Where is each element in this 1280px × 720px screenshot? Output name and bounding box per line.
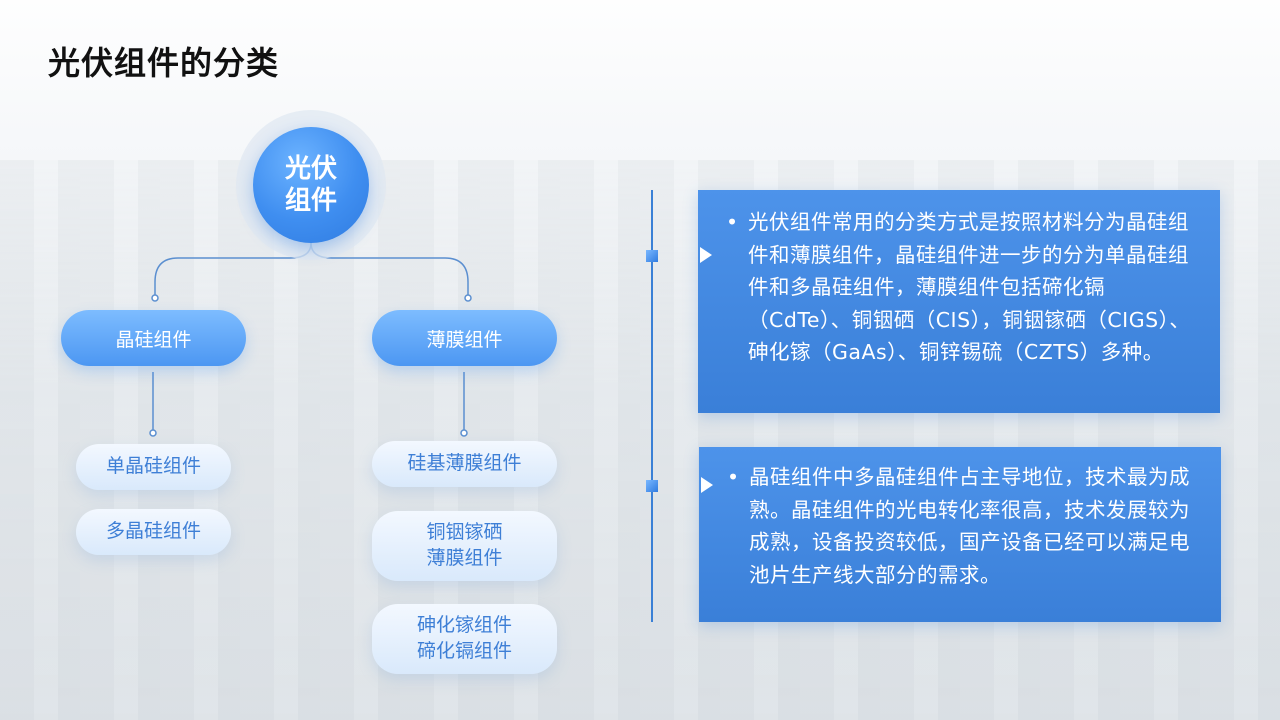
page-title: 光伏组件的分类 xyxy=(48,44,280,82)
panel-arrow-icon xyxy=(701,477,713,493)
note-panel-crystalline: • 晶硅组件中多晶硅组件占主导地位，技术最为成熟。晶硅组件的光电转化率很高，技术… xyxy=(699,447,1221,622)
note-text: 光伏组件常用的分类方式是按照材料分为晶硅组件和薄膜组件，晶硅组件进一步的分为单晶… xyxy=(748,210,1191,364)
bullet-icon: • xyxy=(726,210,739,234)
timeline-marker xyxy=(646,250,658,262)
leaf-node-mono-si: 单晶硅组件 xyxy=(76,444,231,490)
leaf-node-label-line1: 铜铟镓硒 xyxy=(426,521,503,544)
root-node-label-line2: 组件 xyxy=(284,186,337,216)
leaf-node-cigs: 铜铟镓硒 薄膜组件 xyxy=(372,511,557,581)
leaf-node-poly-si: 多晶硅组件 xyxy=(76,509,231,555)
note-text: 晶硅组件中多晶硅组件占主导地位，技术最为成熟。晶硅组件的光电转化率很高，技术发展… xyxy=(749,465,1190,587)
timeline-marker xyxy=(646,480,658,492)
leaf-node-label-line2: 薄膜组件 xyxy=(426,547,503,569)
leaf-node-label: 硅基薄膜组件 xyxy=(407,452,522,475)
leaf-node-label: 单晶硅组件 xyxy=(105,455,201,478)
panel-arrow-icon xyxy=(700,247,712,263)
note-panel-classification: • 光伏组件常用的分类方式是按照材料分为晶硅组件和薄膜组件，晶硅组件进一步的分为… xyxy=(698,190,1220,413)
leaf-node-si-thin-film: 硅基薄膜组件 xyxy=(372,441,557,487)
branch-node-thin-film: 薄膜组件 xyxy=(372,310,557,366)
leaf-node-label-line2: 碲化镉组件 xyxy=(416,640,512,662)
branch-node-crystalline: 晶硅组件 xyxy=(61,310,246,366)
connector-dot xyxy=(464,294,472,302)
branch-node-label: 晶硅组件 xyxy=(115,328,192,351)
leaf-node-gaas-cdte: 砷化镓组件 碲化镉组件 xyxy=(372,604,557,674)
root-node-label-line1: 光伏 xyxy=(284,153,337,184)
bullet-icon: • xyxy=(727,465,740,489)
branch-node-label: 薄膜组件 xyxy=(426,328,503,351)
root-node: 光伏 组件 xyxy=(253,127,369,243)
leaf-node-label: 多晶硅组件 xyxy=(105,520,201,543)
connector-dot xyxy=(151,294,159,302)
leaf-node-label-line1: 砷化镓组件 xyxy=(416,614,512,637)
connector-dot xyxy=(149,429,157,437)
connector-dot xyxy=(460,429,468,437)
timeline-line xyxy=(651,190,653,622)
